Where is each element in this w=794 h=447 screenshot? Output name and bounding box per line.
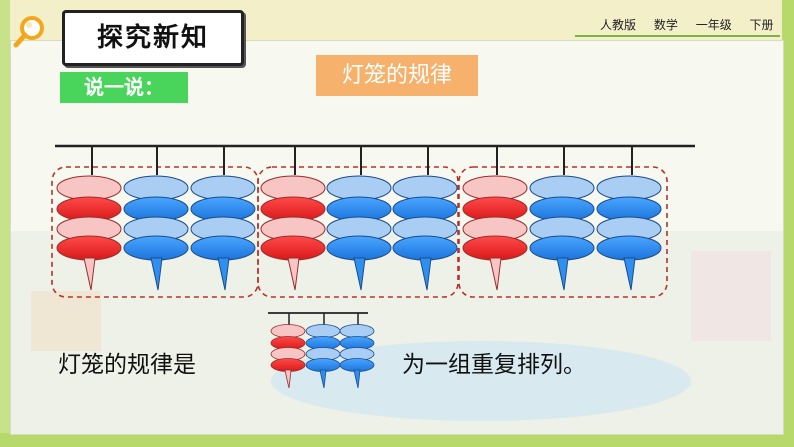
lantern-blue (529, 146, 595, 291)
page-title-box: 探究新知 (62, 10, 244, 66)
lantern-blue (123, 146, 189, 291)
lantern-blue (596, 146, 662, 291)
lantern-red (462, 146, 528, 291)
background-building (691, 251, 771, 341)
subject-label: 数学 (653, 18, 678, 32)
sentence-suffix: 为一组重复排列。 (402, 352, 586, 378)
lantern-blue (392, 146, 458, 291)
lantern-blue (326, 146, 392, 291)
volume-label: 下册 (749, 18, 774, 32)
page-title: 探究新知 (96, 23, 209, 53)
small-lantern-red (270, 313, 306, 389)
background-building (31, 291, 101, 351)
subtitle: 灯笼的规律 (341, 63, 452, 88)
prompt-box: 说一说： (60, 72, 188, 103)
small-lantern-blue (339, 313, 375, 389)
prompt-label: 说一说： (84, 75, 164, 99)
lantern-red (56, 146, 122, 291)
lantern-red (260, 146, 326, 291)
subtitle-box: 灯笼的规律 (316, 55, 478, 96)
frame-left (0, 0, 10, 447)
frame-bottom (0, 433, 794, 447)
grade-label: 一年级 (695, 18, 732, 32)
publisher-label: 人教版 (600, 18, 637, 32)
pattern-unit-lanterns (268, 312, 375, 389)
group-box (257, 166, 459, 298)
sentence-prefix: 灯笼的规律是 (58, 352, 196, 378)
frame-right (782, 0, 794, 447)
magnifier-icon (13, 16, 44, 48)
header-divider (575, 35, 780, 37)
small-lantern-blue (305, 313, 341, 389)
lantern-blue (190, 146, 256, 291)
textbook-info: 人教版 数学 一年级 下册 (600, 16, 788, 33)
